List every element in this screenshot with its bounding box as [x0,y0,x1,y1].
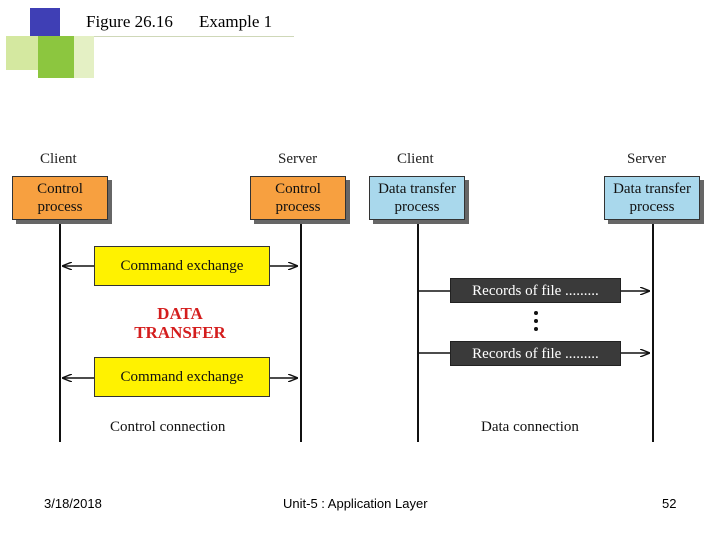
control-client-timeline [59,222,61,442]
record-bottom: Records of file ......... [450,341,621,366]
control-client-box: Control process [12,176,108,220]
decor-square-lightgreen-2 [74,36,94,78]
data-server-box: Data transfer process [604,176,700,220]
data-client-timeline [417,222,419,442]
decor-divider [94,36,294,37]
control-server-label: Server [278,151,318,167]
figure-caption: Example 1 [199,12,273,31]
footer-page-number: 52 [662,496,677,511]
command-exchange-bottom: Command exchange [94,357,270,397]
decor-square-green [38,36,74,78]
command-exchange-top: Command exchange [94,246,270,286]
footer-title: Unit-5 : Application Layer [283,496,428,511]
record-top: Records of file ......... [450,278,621,303]
vertical-ellipsis [534,311,538,331]
figure-label: Figure 26.16 [86,12,173,31]
control-connection-label: Control connection [110,419,226,435]
data-transfer-label: DATA TRANSFER [134,304,226,342]
decor-square-blue [30,8,60,38]
control-client-label: Client [40,151,77,167]
control-server-timeline [300,222,302,442]
data-client-box: Data transfer process [369,176,465,220]
decor-square-lightgreen [6,36,42,70]
data-server-timeline [652,222,654,442]
data-client-label: Client [397,151,434,167]
data-server-label: Server [627,151,667,167]
footer-date: 3/18/2018 [44,496,102,511]
control-server-box: Control process [250,176,346,220]
data-connection-label: Data connection [481,419,579,435]
